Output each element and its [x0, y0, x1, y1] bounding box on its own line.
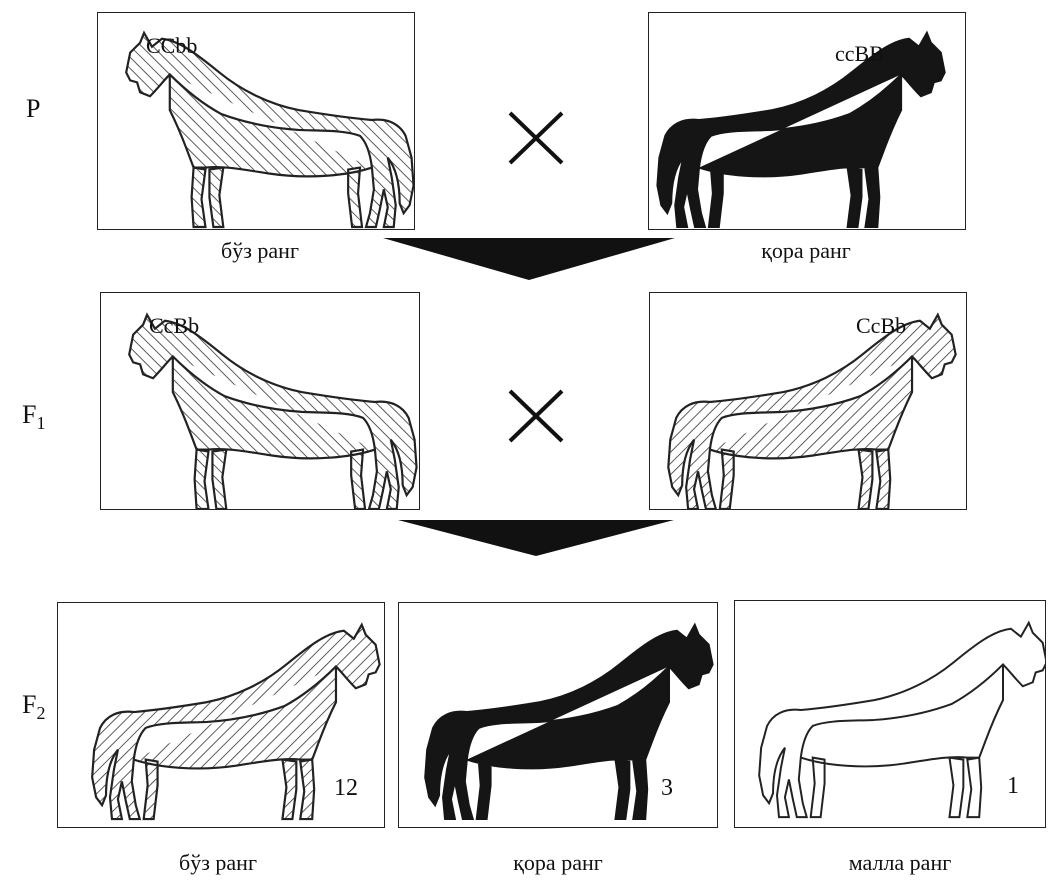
f2-box-white: 1 — [734, 600, 1046, 828]
row-label-p: P — [26, 94, 40, 124]
f2-caption-black: қора ранг — [468, 850, 648, 876]
horse-white-icon — [735, 601, 1045, 827]
f1-left-genotype: CcBb — [149, 313, 199, 339]
down-arrow-icon-2 — [398, 518, 674, 556]
parent-box-black: ccBB — [648, 12, 966, 230]
parent-left-genotype: CCbb — [146, 33, 197, 59]
horse-hatched-icon — [650, 293, 966, 509]
f2-count-black: 3 — [661, 775, 673, 802]
f1-box-left: CcBb — [100, 292, 420, 510]
row-label-f1: F1 — [22, 400, 45, 434]
f2-box-hatched: 12 — [57, 602, 385, 828]
parent-left-caption: бўз ранг — [170, 238, 350, 264]
f2-box-black: 3 — [398, 602, 718, 828]
f2-caption-white: малла ранг — [800, 850, 1000, 876]
cross-icon-f1 — [507, 388, 565, 444]
f2-count-white: 1 — [1007, 773, 1019, 800]
row-label-f2: F2 — [22, 690, 45, 724]
f1-right-genotype: CcBb — [856, 313, 906, 339]
cross-icon-p — [507, 110, 565, 166]
down-arrow-icon-1 — [383, 236, 675, 280]
horse-black-icon — [649, 13, 965, 229]
f2-caption-hatched: бўз ранг — [128, 850, 308, 876]
parent-right-caption: қора ранг — [716, 238, 896, 264]
f1-box-right: CcBb — [649, 292, 967, 510]
f2-count-hatched: 12 — [334, 775, 358, 802]
parent-right-genotype: ccBB — [835, 41, 884, 67]
parent-box-hatched: CCbb — [97, 12, 415, 230]
